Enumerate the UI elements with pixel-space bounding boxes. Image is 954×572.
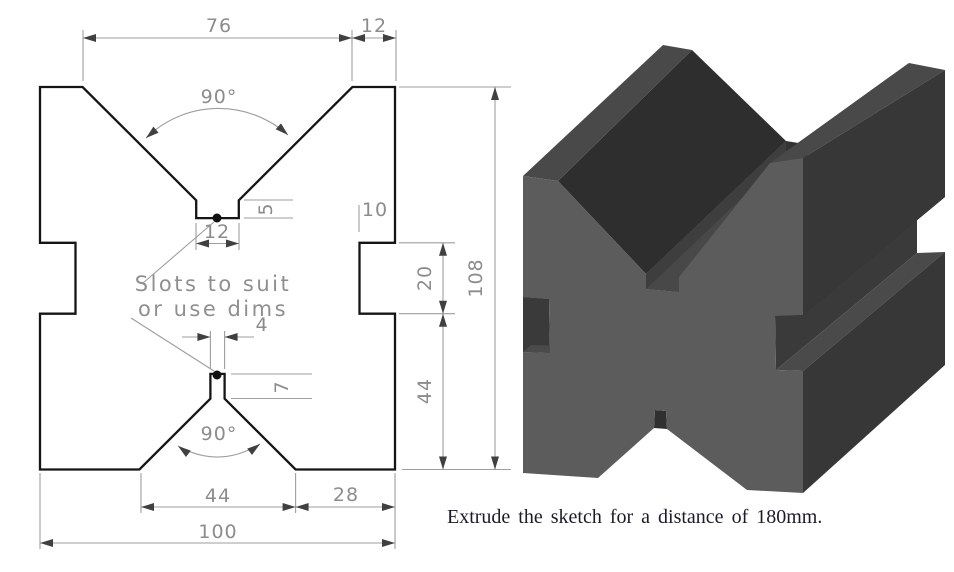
- note-line-2: or use dims: [138, 297, 288, 321]
- dim-top-right-width: 12: [361, 15, 387, 37]
- dim-notch-depth: 10: [362, 199, 388, 221]
- dim-top-slot-width: 12: [204, 221, 230, 243]
- dim-lower-right-height: 44: [414, 378, 436, 404]
- dim-top-slot-depth: 5: [255, 202, 277, 215]
- iso-top-slot-wall: [646, 141, 786, 289]
- dim-bottom-v-width: 44: [205, 485, 231, 507]
- sketch-view: 76 12 90° 5 12 10 20 108 44 4 7 90° 44 2…: [38, 15, 511, 549]
- iso-top-flat-left: [523, 45, 692, 181]
- iso-front-face: [523, 158, 803, 493]
- iso-groove-floor-band: [776, 252, 945, 371]
- dimension-labels: 76 12 90° 5 12 10 20 108 44 4 7 90° 44 2…: [135, 15, 487, 543]
- iso-left-notch-window: [523, 297, 550, 353]
- dimension-arrows: [40, 34, 499, 547]
- iso-view: [523, 45, 945, 493]
- iso-left-notch-floor: [523, 345, 558, 353]
- top-slot-dot: [212, 213, 222, 223]
- dim-bottom-right-width: 28: [333, 484, 359, 506]
- dim-bottom-slot-width: 4: [255, 314, 268, 336]
- iso-v-flank-left: [558, 50, 786, 274]
- dim-top-angle: 90°: [201, 86, 238, 108]
- dim-bottom-angle: 90°: [201, 423, 238, 445]
- dim-top-width: 76: [206, 15, 232, 37]
- dim-total-width: 100: [198, 521, 237, 543]
- dim-bottom-slot-depth: 7: [271, 380, 293, 393]
- iso-top-flat-right: [770, 63, 945, 163]
- iso-right-side-lower: [803, 252, 945, 493]
- part-profile-outline: [38, 85, 397, 471]
- iso-right-side-upper: [803, 70, 945, 315]
- note-line-1: Slots to suit: [135, 272, 291, 296]
- dim-total-height: 108: [465, 258, 487, 297]
- dim-notch-height: 20: [414, 265, 436, 291]
- bottom-slot-dot: [212, 370, 222, 380]
- iso-bottom-slot-window: [654, 410, 667, 429]
- caption-text: Extrude the sketch for a distance of 180…: [447, 506, 822, 528]
